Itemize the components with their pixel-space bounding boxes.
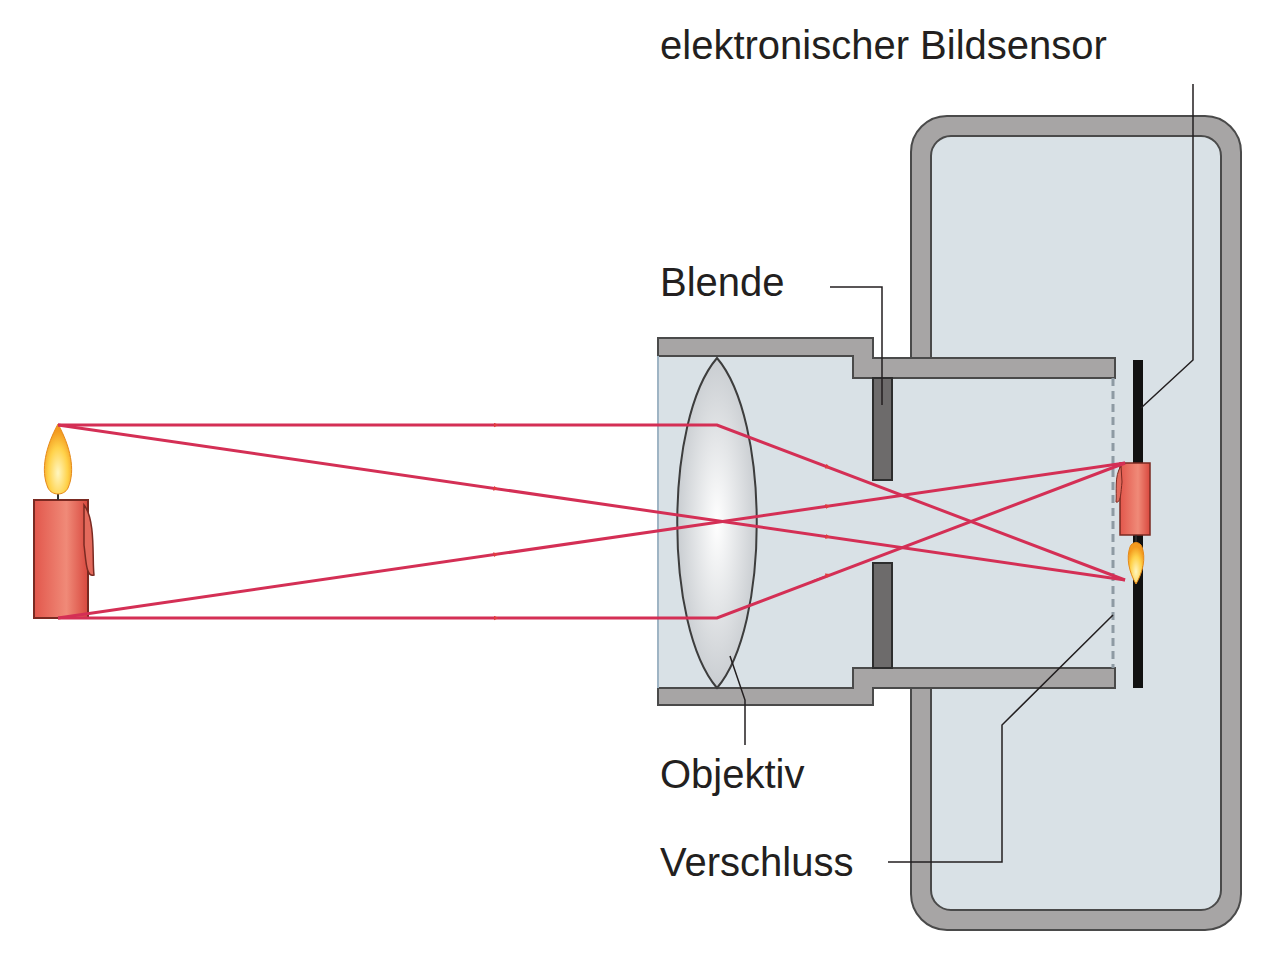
part-label: elektronischer Bildsensor xyxy=(660,22,1107,68)
ray-arrows xyxy=(480,425,828,618)
part-label: Blende xyxy=(660,259,785,305)
shutter xyxy=(1112,378,1115,668)
part-label: Objektiv xyxy=(660,751,805,797)
candle-image xyxy=(1116,463,1150,584)
light-rays xyxy=(58,425,1125,618)
leader-lines xyxy=(730,84,1193,862)
part-label: Verschluss xyxy=(660,839,853,885)
candle xyxy=(34,424,94,618)
aperture xyxy=(873,378,892,668)
